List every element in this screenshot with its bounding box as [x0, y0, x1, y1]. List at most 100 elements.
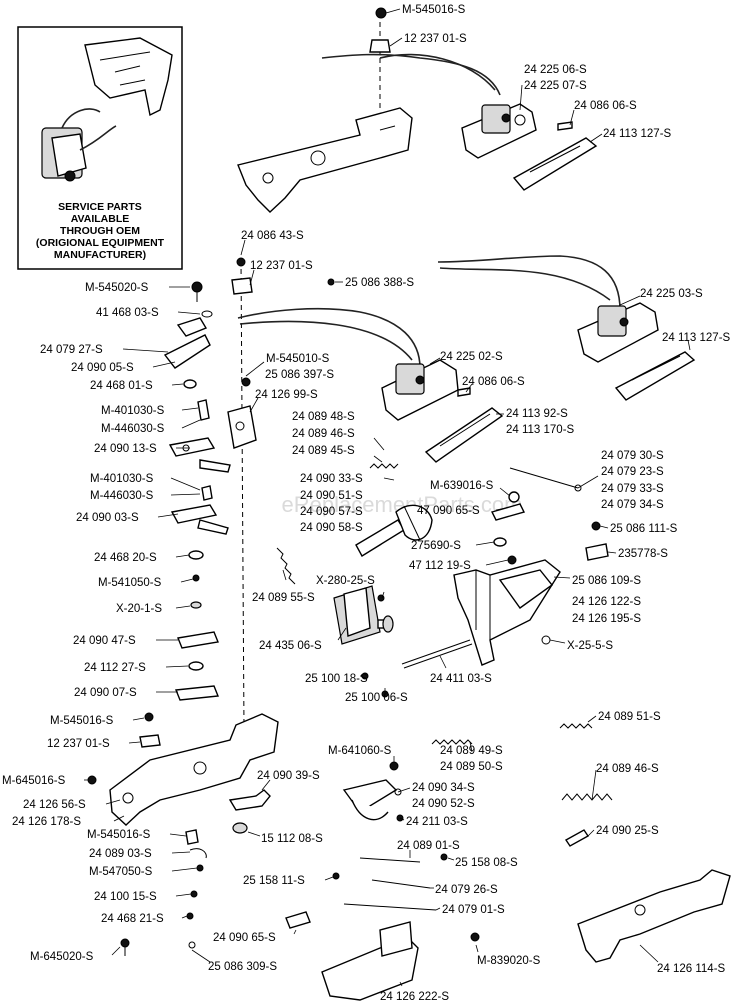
- part-label: 24 126 114-S: [657, 963, 726, 975]
- part-label: 24 126 195-S: [572, 613, 641, 625]
- part-label: 24 112 27-S: [84, 662, 146, 674]
- part-label: M-545020-S: [85, 282, 149, 294]
- part-label: 24 086 43-S: [241, 230, 304, 242]
- part-label: 24 113 92-S: [506, 408, 568, 420]
- part-label: 12 237 01-S: [404, 33, 467, 45]
- left-stack: [139, 257, 335, 748]
- part-label: 24 090 05-S: [71, 362, 134, 374]
- part-label: 24 089 48-S: [292, 411, 355, 423]
- part-label: X-25-5-S: [567, 640, 613, 652]
- part-label: 24 225 06-S: [524, 64, 587, 76]
- part-label: 25 100 06-S: [345, 692, 408, 704]
- part-label: 24 435 06-S: [259, 640, 322, 652]
- part-label: M-645020-S: [30, 951, 94, 963]
- center-mechanism: [276, 463, 609, 698]
- part-label: 25 158 08-S: [455, 857, 518, 869]
- part-label: 25 086 109-S: [572, 575, 641, 587]
- part-label: 24 090 52-S: [412, 798, 475, 810]
- part-label: 12 237 01-S: [250, 260, 313, 272]
- part-label: 24 100 15-S: [94, 891, 157, 903]
- leader-lines: [84, 8, 691, 987]
- part-label: 24 089 50-S: [440, 761, 503, 773]
- middle-actuator-assembly: [237, 307, 504, 463]
- part-label: 24 079 23-S: [601, 466, 664, 478]
- part-label: M-401030-S: [101, 405, 165, 417]
- part-label: 24 089 51-S: [598, 711, 661, 723]
- part-label: 24 086 06-S: [574, 100, 637, 112]
- lower-assembly: [87, 713, 731, 1001]
- part-label: 24 089 55-S: [252, 592, 315, 604]
- part-label: 24 089 01-S: [397, 840, 460, 852]
- part-label: M-446030-S: [90, 490, 154, 502]
- part-label: 24 468 21-S: [101, 913, 164, 925]
- part-label: 24 090 65-S: [213, 932, 276, 944]
- part-label: M-541050-S: [98, 577, 162, 589]
- inset-line-2: AVAILABLE: [71, 213, 130, 225]
- part-label: 24 225 03-S: [640, 288, 703, 300]
- part-label: 24 089 49-S: [440, 745, 503, 757]
- part-label: 24 113 170-S: [506, 424, 575, 436]
- part-label: 25 086 388-S: [345, 277, 414, 289]
- inset-line-3: THROUGH OEM: [60, 225, 140, 237]
- part-label: 25 086 397-S: [265, 369, 334, 381]
- part-label: 47 112 19-S: [409, 560, 471, 572]
- part-label: 24 225 07-S: [524, 80, 587, 92]
- part-label: 24 079 26-S: [435, 884, 498, 896]
- part-label: 24 089 46-S: [596, 763, 659, 775]
- part-label: 24 089 03-S: [89, 848, 152, 860]
- part-label: X-280-25-S: [316, 575, 375, 587]
- part-label: 24 079 01-S: [442, 904, 505, 916]
- part-label: M-545016-S: [402, 4, 466, 16]
- part-label: M-547050-S: [89, 866, 153, 878]
- part-label: 24 090 47-S: [73, 635, 136, 647]
- top-assembly: [237, 7, 598, 213]
- part-label: 24 126 178-S: [12, 816, 81, 828]
- part-label: 24 468 01-S: [90, 380, 153, 392]
- part-label: 24 090 03-S: [76, 512, 139, 524]
- inset-line-1: SERVICE PARTS: [58, 201, 142, 213]
- part-label: 24 090 13-S: [94, 443, 157, 455]
- part-label: 24 086 06-S: [462, 376, 525, 388]
- part-label: M-645016-S: [2, 775, 66, 787]
- part-labels: M-545016-S 12 237 01-S 24 225 06-S 24 225 0…: [2, 4, 731, 1003]
- part-label: X-20-1-S: [116, 603, 162, 615]
- part-label: 15 112 08-S: [261, 833, 323, 845]
- part-label: 24 090 07-S: [74, 687, 137, 699]
- part-label: 25 158 11-S: [243, 875, 305, 887]
- part-label: 24 126 56-S: [23, 799, 86, 811]
- part-label: M-446030-S: [101, 423, 165, 435]
- part-label: 24 126 99-S: [255, 389, 318, 401]
- inset-text: SERVICE PARTS AVAILABLE THROUGH OEM (ORI…: [36, 201, 165, 261]
- part-label: 25 086 309-S: [208, 961, 277, 973]
- part-label: 24 090 25-S: [596, 825, 659, 837]
- part-label: M-545016-S: [50, 715, 114, 727]
- part-label: 25 086 111-S: [610, 523, 678, 535]
- part-label: 24 079 33-S: [601, 483, 664, 495]
- inset-line-4: (ORIGIONAL EQUIPMENT: [36, 237, 165, 249]
- part-label: 24 090 57-S: [300, 506, 363, 518]
- part-label: 25 100 18-S: [305, 673, 368, 685]
- part-label: 24 090 39-S: [257, 770, 320, 782]
- part-label: 24 089 45-S: [292, 445, 355, 457]
- inset-line-5: MANUFACTURER): [54, 249, 146, 261]
- part-label: 24 113 127-S: [662, 332, 731, 344]
- part-label: M-639016-S: [430, 480, 494, 492]
- part-label: 24 113 127-S: [603, 128, 672, 140]
- part-label: 24 079 27-S: [40, 344, 103, 356]
- part-label: 24 079 34-S: [601, 499, 664, 511]
- part-label: 24 089 46-S: [292, 428, 355, 440]
- part-label: 24 468 20-S: [94, 552, 157, 564]
- part-label: 47 090 65-S: [417, 505, 480, 517]
- part-label: 24 126 122-S: [572, 596, 641, 608]
- part-label: 41 468 03-S: [96, 307, 159, 319]
- oem-inset: SERVICE PARTS AVAILABLE THROUGH OEM (ORI…: [17, 26, 183, 270]
- part-label: M-839020-S: [477, 955, 541, 967]
- part-label: M-401030-S: [90, 473, 154, 485]
- part-label: 24 126 222-S: [380, 991, 449, 1003]
- part-label: 275690-S: [411, 540, 461, 552]
- right-actuator-assembly: [437, 255, 696, 401]
- part-label: 24 411 03-S: [430, 673, 492, 685]
- axis-left: [240, 259, 245, 731]
- part-label: 24 225 02-S: [440, 351, 503, 363]
